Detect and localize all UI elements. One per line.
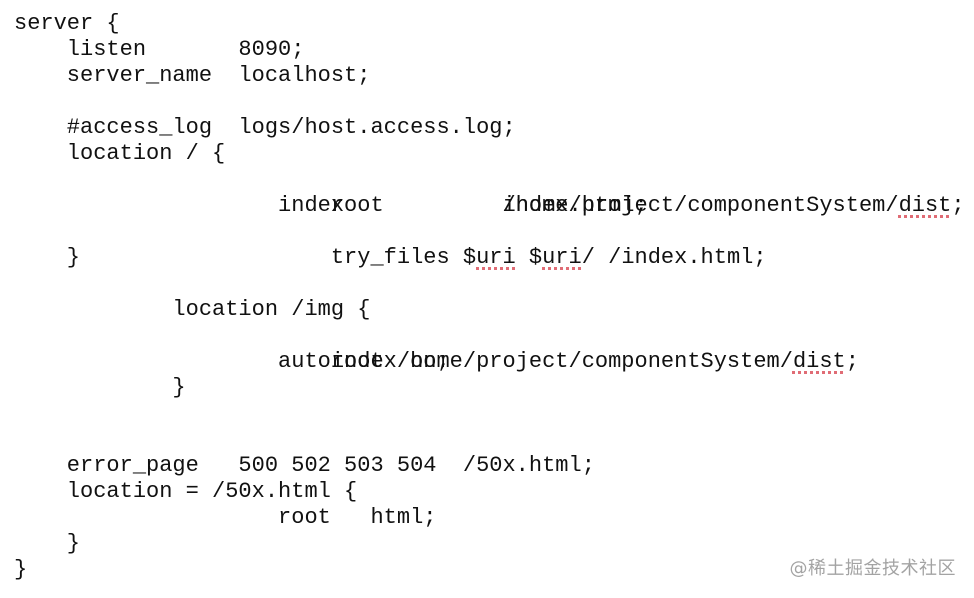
code-line: server_name localhost;	[14, 63, 371, 88]
code-line: listen 8090;	[14, 37, 305, 62]
code-line: }	[14, 245, 81, 270]
code-line: server {	[14, 11, 120, 36]
watermark: @稀土掘金技术社区	[789, 558, 956, 579]
code-line-with-spellcheck: root /home/project/componentSystem/dist;	[14, 167, 965, 245]
code-line: location /img {	[14, 297, 371, 322]
code-line: }	[14, 375, 186, 400]
code-text: root /home/project/componentSystem/dist;	[66, 349, 859, 374]
code-text: root /home/project/componentSystem/dist;	[66, 193, 965, 218]
code-line: autoindex on;	[14, 349, 450, 374]
code-line: location = /50x.html {	[14, 479, 358, 504]
code-line-with-spellcheck: try_files $uri $uri/ /index.html;	[14, 219, 767, 297]
code-line: }	[14, 531, 81, 556]
code-line: error_page 500 502 503 504 /50x.html;	[14, 453, 595, 478]
code-line: location / {	[14, 141, 226, 166]
spellcheck-underline: uri	[542, 245, 582, 270]
spellcheck-underline: dist	[898, 193, 952, 218]
code-line: root html;	[14, 505, 437, 530]
spellcheck-underline: uri	[476, 245, 516, 270]
code-editor[interactable]: server { listen 8090; server_name localh…	[14, 11, 965, 591]
spellcheck-underline: dist	[792, 349, 846, 374]
code-text: try_files $uri $uri/ /index.html;	[66, 245, 767, 270]
code-line: index index.html;	[14, 193, 648, 218]
code-line: }	[14, 557, 28, 582]
code-line-with-spellcheck: root /home/project/componentSystem/dist;	[14, 323, 859, 401]
code-line: #access_log logs/host.access.log;	[14, 115, 516, 140]
